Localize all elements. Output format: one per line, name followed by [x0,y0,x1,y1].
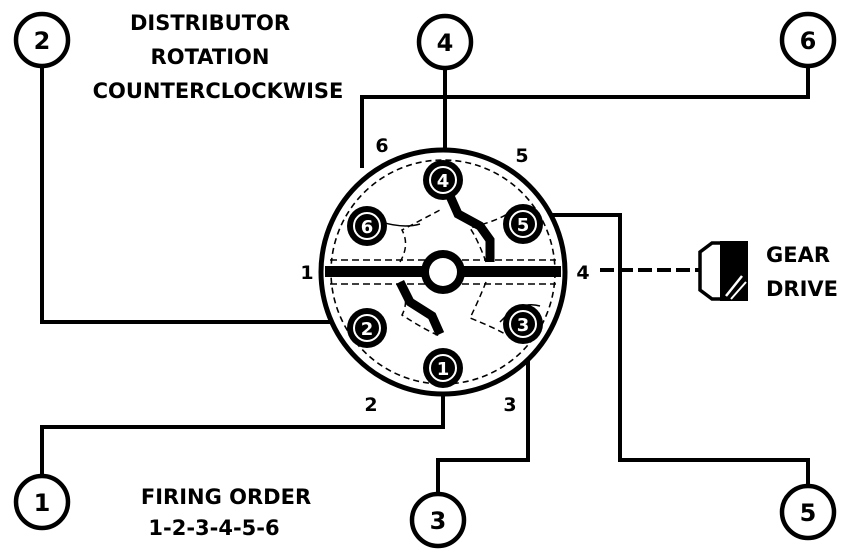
position-label-3: 3 [503,394,516,416]
cap-terminal-4: 4 [423,160,463,200]
cap-terminal-6: 6 [347,206,387,246]
cylinder-number-6: 6 [800,27,817,55]
gear-drive-label: GEAR DRIVE [766,243,838,301]
cylinder-number-3: 3 [430,507,447,535]
cylinder-number-1: 1 [34,489,51,517]
rotation-title: DISTRIBUTOR ROTATION COUNTERCLOCKWISE [93,11,344,103]
cap-terminal-3: 3 [503,304,543,344]
terminal-label-6: 6 [361,217,374,238]
wire-cyl-6 [360,66,810,168]
cylinder-number-2: 2 [34,27,51,55]
wire-cyl-5 [550,213,810,484]
terminal-label-5: 5 [517,215,530,236]
cylinder-bubble-1: 1 [13,473,71,531]
cylinder-bubble-4: 4 [416,13,474,71]
cylinder-number-5: 5 [800,499,817,527]
position-label-6: 6 [375,135,388,157]
cap-terminal-5: 5 [503,204,543,244]
cylinder-bubble-2: 2 [13,11,71,69]
title-line-3: COUNTERCLOCKWISE [93,79,344,103]
rotor-hub-hole [429,258,457,286]
terminal-label-2: 2 [361,319,374,340]
gear-drive-line-2: DRIVE [766,277,838,301]
cylinder-bubble-6: 6 [779,11,837,69]
title-line-1: DISTRIBUTOR [130,11,290,35]
cylinder-bubble-3: 3 [409,491,467,549]
wire-cyl-2 [40,68,340,324]
firing-order-sequence: 1-2-3-4-5-6 [148,516,279,540]
wire-cyl-1 [40,383,445,474]
cylinder-bubble-5: 5 [779,483,837,541]
wire-cyl-3 [436,318,530,494]
gear-drive-icon [698,241,748,301]
cap-terminal-1: 1 [423,348,463,388]
position-label-5: 5 [515,145,528,167]
gear-drive-line-1: GEAR [766,243,830,267]
cap-terminal-2: 2 [347,308,387,348]
title-line-2: ROTATION [151,45,270,69]
terminal-label-1: 1 [437,359,450,380]
distributor-cap: 4 5 6 2 1 3 [318,147,568,397]
position-label-1: 1 [300,262,313,284]
terminal-label-4: 4 [437,171,450,192]
spark-plug-wires [40,66,810,494]
cap-position-labels: 6 5 1 4 2 3 [300,135,589,416]
cylinder-number-4: 4 [437,29,454,57]
position-label-2: 2 [364,394,377,416]
position-label-4: 4 [576,262,589,284]
firing-order-label: FIRING ORDER [141,485,311,509]
terminal-label-3: 3 [517,315,530,336]
firing-order-caption: FIRING ORDER 1-2-3-4-5-6 [141,485,311,540]
